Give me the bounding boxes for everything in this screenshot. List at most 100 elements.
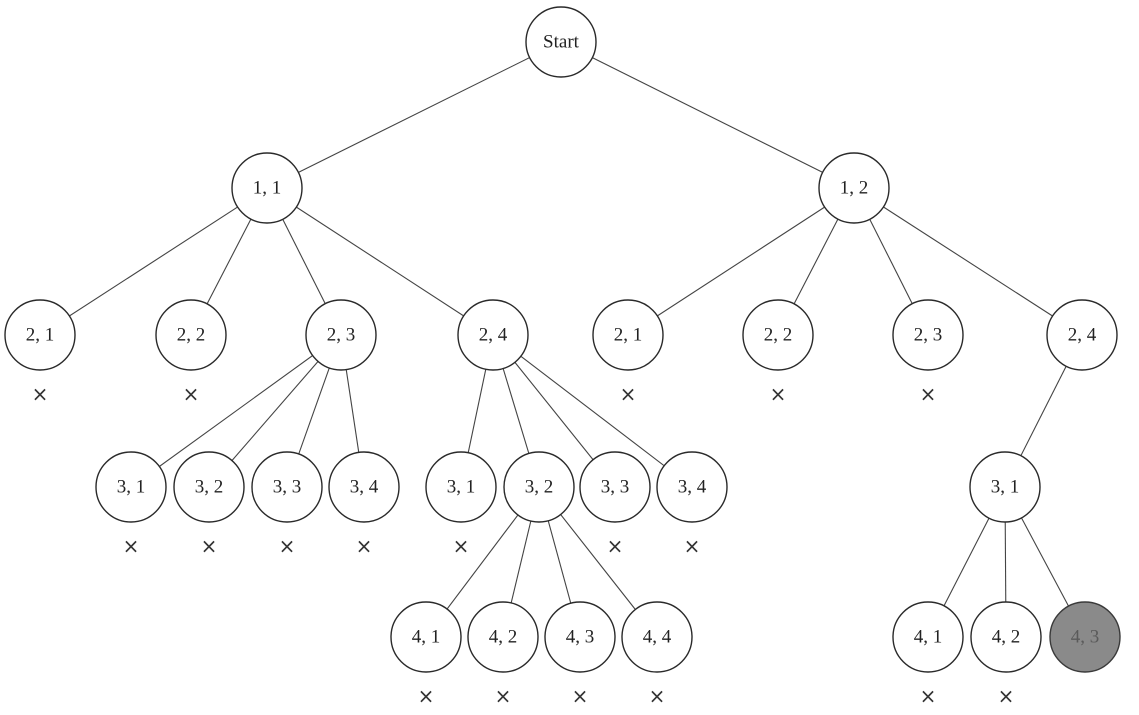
tree-node-g44: 4, 4 <box>621 601 693 673</box>
tree-node-d31: 3, 1 <box>95 451 167 523</box>
tree-node-e32: 3, 2 <box>503 451 575 523</box>
tree-node-c24: 2, 4 <box>1046 299 1118 371</box>
node-circle <box>425 451 497 523</box>
tree-node-d32: 3, 2 <box>173 451 245 523</box>
solution-node-h43: 4, 3 <box>1049 601 1121 673</box>
tree-node-a12: 1, 2 <box>818 152 890 224</box>
node-label: 2, 4 <box>479 325 508 346</box>
node-circle <box>390 601 462 673</box>
tree-node-b21: 2, 1 <box>4 299 76 371</box>
edge-start-a12 <box>560 41 855 189</box>
node-circle <box>173 451 245 523</box>
node-label: 2, 2 <box>177 325 206 346</box>
node-circle <box>1049 601 1121 673</box>
node-circle <box>457 299 529 371</box>
node-label: 1, 1 <box>253 178 282 199</box>
node-circle <box>621 601 693 673</box>
pruned-mark-icon: × <box>607 534 624 558</box>
node-label: 2, 4 <box>1068 325 1097 346</box>
tree-node-g41: 4, 1 <box>390 601 462 673</box>
node-circle <box>1046 299 1118 371</box>
tree-node-start: Start <box>525 6 597 78</box>
pruned-mark-icon: × <box>32 382 49 406</box>
node-circle <box>892 299 964 371</box>
tree-node-c21: 2, 1 <box>592 299 664 371</box>
pruned-mark-icon: × <box>183 382 200 406</box>
node-label: 3, 1 <box>117 477 146 498</box>
node-circle <box>231 152 303 224</box>
tree-node-e31: 3, 1 <box>425 451 497 523</box>
node-circle <box>525 6 597 78</box>
pruned-mark-icon: × <box>998 684 1015 708</box>
pruned-mark-icon: × <box>356 534 373 558</box>
edge-a12-c21 <box>627 187 855 336</box>
node-label: 3, 4 <box>350 477 379 498</box>
pruned-mark-icon: × <box>770 382 787 406</box>
node-label: 4, 1 <box>412 627 441 648</box>
node-label: 2, 1 <box>614 325 643 346</box>
node-label: 3, 1 <box>991 477 1020 498</box>
pruned-mark-icon: × <box>620 382 637 406</box>
node-circle <box>95 451 167 523</box>
pruned-mark-icon: × <box>279 534 296 558</box>
pruned-mark-icon: × <box>201 534 218 558</box>
edge-b24-e34 <box>492 334 693 488</box>
node-circle <box>305 299 377 371</box>
node-label: 4, 3 <box>1071 627 1100 648</box>
tree-node-e34: 3, 4 <box>656 451 728 523</box>
node-circle <box>592 299 664 371</box>
node-circle <box>742 299 814 371</box>
tree-node-c23: 2, 3 <box>892 299 964 371</box>
tree-node-d34: 3, 4 <box>328 451 400 523</box>
node-circle <box>970 601 1042 673</box>
pruned-mark-icon: × <box>649 684 666 708</box>
edge-b23-d31 <box>130 334 342 488</box>
node-label: Start <box>543 32 580 53</box>
pruned-mark-icon: × <box>418 684 435 708</box>
edge-a11-b24 <box>266 187 494 336</box>
node-label: 3, 3 <box>601 477 630 498</box>
node-circle <box>4 299 76 371</box>
node-circle <box>892 601 964 673</box>
pruned-mark-icon: × <box>495 684 512 708</box>
node-circle <box>818 152 890 224</box>
node-label: 3, 2 <box>195 477 224 498</box>
pruned-mark-icon: × <box>123 534 140 558</box>
node-label: 2, 3 <box>914 325 943 346</box>
tree-node-g43: 4, 3 <box>544 601 616 673</box>
node-circle <box>155 299 227 371</box>
node-label: 1, 2 <box>840 178 869 199</box>
edge-a12-c24 <box>853 187 1083 336</box>
node-label: 3, 2 <box>525 477 554 498</box>
tree-node-b24: 2, 4 <box>457 299 529 371</box>
pruned-mark-icon: × <box>920 684 937 708</box>
node-circle <box>503 451 575 523</box>
pruned-mark-icon: × <box>453 534 470 558</box>
tree-node-b22: 2, 2 <box>155 299 227 371</box>
tree-node-b23: 2, 3 <box>305 299 377 371</box>
pruned-mark-icon: × <box>920 382 937 406</box>
node-circle <box>251 451 323 523</box>
pruned-marks-layer: ×××××××××××××××××× <box>32 382 1015 708</box>
node-label: 2, 1 <box>26 325 55 346</box>
tree-node-h42: 4, 2 <box>970 601 1042 673</box>
edge-start-a11 <box>266 41 562 189</box>
tree-node-g42: 4, 2 <box>467 601 539 673</box>
tree-node-e33: 3, 3 <box>579 451 651 523</box>
node-circle <box>656 451 728 523</box>
edge-a11-b21 <box>39 187 268 336</box>
node-label: 4, 2 <box>992 627 1021 648</box>
node-label: 3, 4 <box>678 477 707 498</box>
node-circle <box>579 451 651 523</box>
node-circle <box>544 601 616 673</box>
tree-node-d33: 3, 3 <box>251 451 323 523</box>
node-label: 3, 3 <box>273 477 302 498</box>
tree-node-f31: 3, 1 <box>969 451 1041 523</box>
node-label: 2, 2 <box>764 325 793 346</box>
node-circle <box>328 451 400 523</box>
node-label: 3, 1 <box>447 477 476 498</box>
node-label: 4, 1 <box>914 627 943 648</box>
tree-node-a11: 1, 1 <box>231 152 303 224</box>
